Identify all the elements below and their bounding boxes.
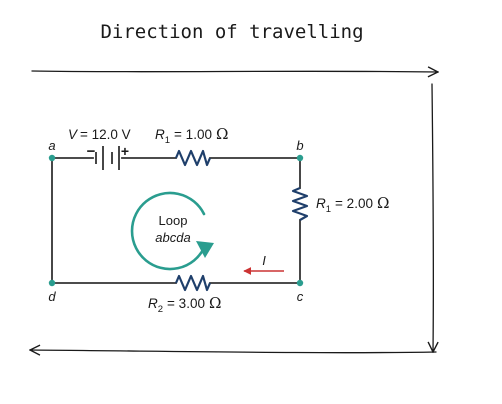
node-d-dot (48, 279, 56, 287)
r2-bottom-unit: Ω (209, 294, 221, 312)
resistor-r1-top (174, 149, 212, 167)
current-label: I (262, 253, 266, 268)
r1-right-symbol: R (316, 196, 326, 211)
node-b-label: b (296, 138, 303, 153)
node-a-label: a (48, 138, 55, 153)
travel-direction-frame (30, 71, 438, 353)
circuit-nodes (48, 154, 304, 287)
bottom-direction-arrow (30, 350, 437, 353)
battery-plus-sign: + (121, 143, 129, 159)
resistor-r2-bottom (174, 274, 212, 292)
r2-bottom-label: R2 = 3.00 Ω (148, 294, 221, 315)
node-c-label: c (297, 289, 304, 304)
top-direction-arrow (31, 71, 438, 72)
r2-bottom-subscript: 2 (158, 304, 163, 315)
r2-bottom-value: = 3.00 (167, 296, 205, 311)
loop-label-line2: abcda (155, 230, 190, 245)
loop-label-line1: Loop (159, 213, 188, 228)
diagram-caption: Direction of travelling (100, 21, 363, 43)
battery-label: V= 12.0 V (68, 127, 131, 142)
r1-top-symbol: R (155, 127, 165, 142)
node-b-dot (296, 154, 304, 162)
battery-minus-sign: − (87, 143, 96, 160)
r2-bottom-symbol: R (148, 296, 158, 311)
r1-top-value: = 1.00 (174, 127, 212, 142)
r1-top-subscript: 1 (165, 135, 170, 146)
node-a-dot (48, 154, 56, 162)
loop-direction-arrow (130, 191, 206, 271)
resistor-r1-right (291, 186, 309, 221)
r1-top-label: R1 = 1.00 Ω (155, 125, 228, 146)
node-d-label: d (48, 289, 56, 304)
r1-right-value: = 2.00 (335, 196, 373, 211)
node-c-dot (296, 279, 304, 287)
r1-right-label: R1 = 2.00 Ω (316, 194, 389, 215)
r1-top-unit: Ω (216, 125, 228, 143)
right-direction-arrow (432, 83, 433, 352)
loop-arrowhead (196, 241, 214, 258)
circuit-panel (38, 114, 416, 324)
battery-label-var: V (68, 127, 79, 142)
r1-right-unit: Ω (377, 194, 389, 212)
r1-right-subscript: 1 (326, 204, 331, 215)
circuit-wires (51, 157, 301, 284)
battery-label-value: = 12.0 V (80, 127, 131, 142)
battery-symbol (95, 146, 120, 170)
